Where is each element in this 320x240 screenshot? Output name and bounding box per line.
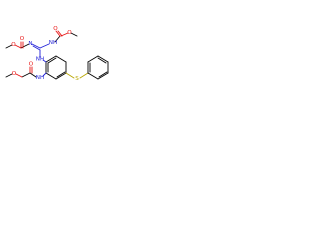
bond [20,43,30,49]
methoxy-oxygen: O [12,71,17,77]
carbamate-left-ether-oxygen: O [11,42,16,48]
bond [5,73,13,78]
bond [32,45,41,51]
bond [57,30,63,37]
bond [55,30,61,37]
bond [21,72,31,78]
bond [5,44,13,49]
structure-canvas: O O N O O NH NH NH O O S [0,0,152,152]
carbamate-right-nh: NH [49,40,57,46]
bond [55,55,67,63]
bond [15,73,23,78]
bond [14,44,22,49]
bond [60,32,69,37]
amide-carbonyl-oxygen: O [29,62,34,68]
guanidine-nh: NH [36,57,44,63]
bond [70,32,78,37]
thioether-sulfur: S [75,76,79,82]
bond [55,72,67,80]
carbamate-left-carbonyl-oxygen: O [20,36,25,42]
molecule-structure: O O N O O NH NH NH O O S [5,26,109,82]
bond [45,55,57,63]
bond [65,72,75,79]
bond [42,72,47,77]
bond [97,57,107,64]
bond [42,59,47,63]
bond [47,57,57,64]
bond [56,71,66,78]
bond [98,71,108,78]
bond [87,72,99,80]
bond [54,35,61,43]
bond [79,72,89,79]
bond [45,72,57,80]
carbamate-right-ether-oxygen: O [67,30,72,36]
bond [31,43,41,49]
carbamate-left-nitrogen: N [28,41,32,47]
amide-nh: NH [36,75,44,81]
bond [87,55,99,63]
bond [97,55,109,63]
carbamate-right-carbonyl-oxygen: O [53,26,58,32]
bond [39,43,50,49]
bond [97,72,109,80]
bond [29,72,37,78]
